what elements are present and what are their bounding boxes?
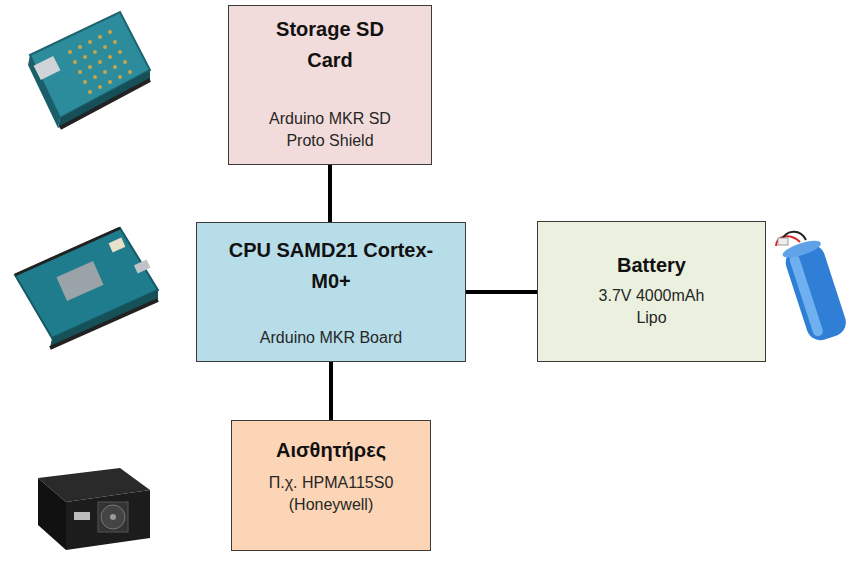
box-body: Π.χ. HPMA115S0 (Honeywell) bbox=[259, 472, 404, 516]
component-box: Storage SD CardArduino MKR SD Proto Shie… bbox=[228, 5, 432, 165]
sd-shield-photo bbox=[28, 12, 150, 128]
connector-line bbox=[466, 290, 537, 294]
box-heading: Αισθητήρες bbox=[276, 435, 386, 466]
box-body: 3.7V 4000mAh Lipo bbox=[589, 285, 714, 329]
battery-photo bbox=[776, 232, 849, 344]
box-heading: Battery bbox=[617, 250, 686, 281]
mkr-board-photo bbox=[15, 228, 158, 348]
connector-line bbox=[329, 362, 333, 420]
component-box: Battery 3.7V 4000mAh Lipo bbox=[537, 221, 766, 362]
box-heading: Storage SD Card bbox=[275, 14, 385, 76]
connector-line bbox=[328, 165, 332, 222]
box-body: Arduino MKR SD Proto Shield bbox=[255, 108, 405, 152]
box-heading: CPU SAMD21 Cortex-M0+ bbox=[226, 235, 436, 297]
component-box: ΑισθητήρεςΠ.χ. HPMA115S0 (Honeywell) bbox=[231, 420, 431, 551]
component-box: CPU SAMD21 Cortex-M0+ Arduino MKR Board bbox=[196, 222, 466, 362]
sensor-photo bbox=[38, 468, 150, 550]
box-body: Arduino MKR Board bbox=[260, 327, 402, 349]
